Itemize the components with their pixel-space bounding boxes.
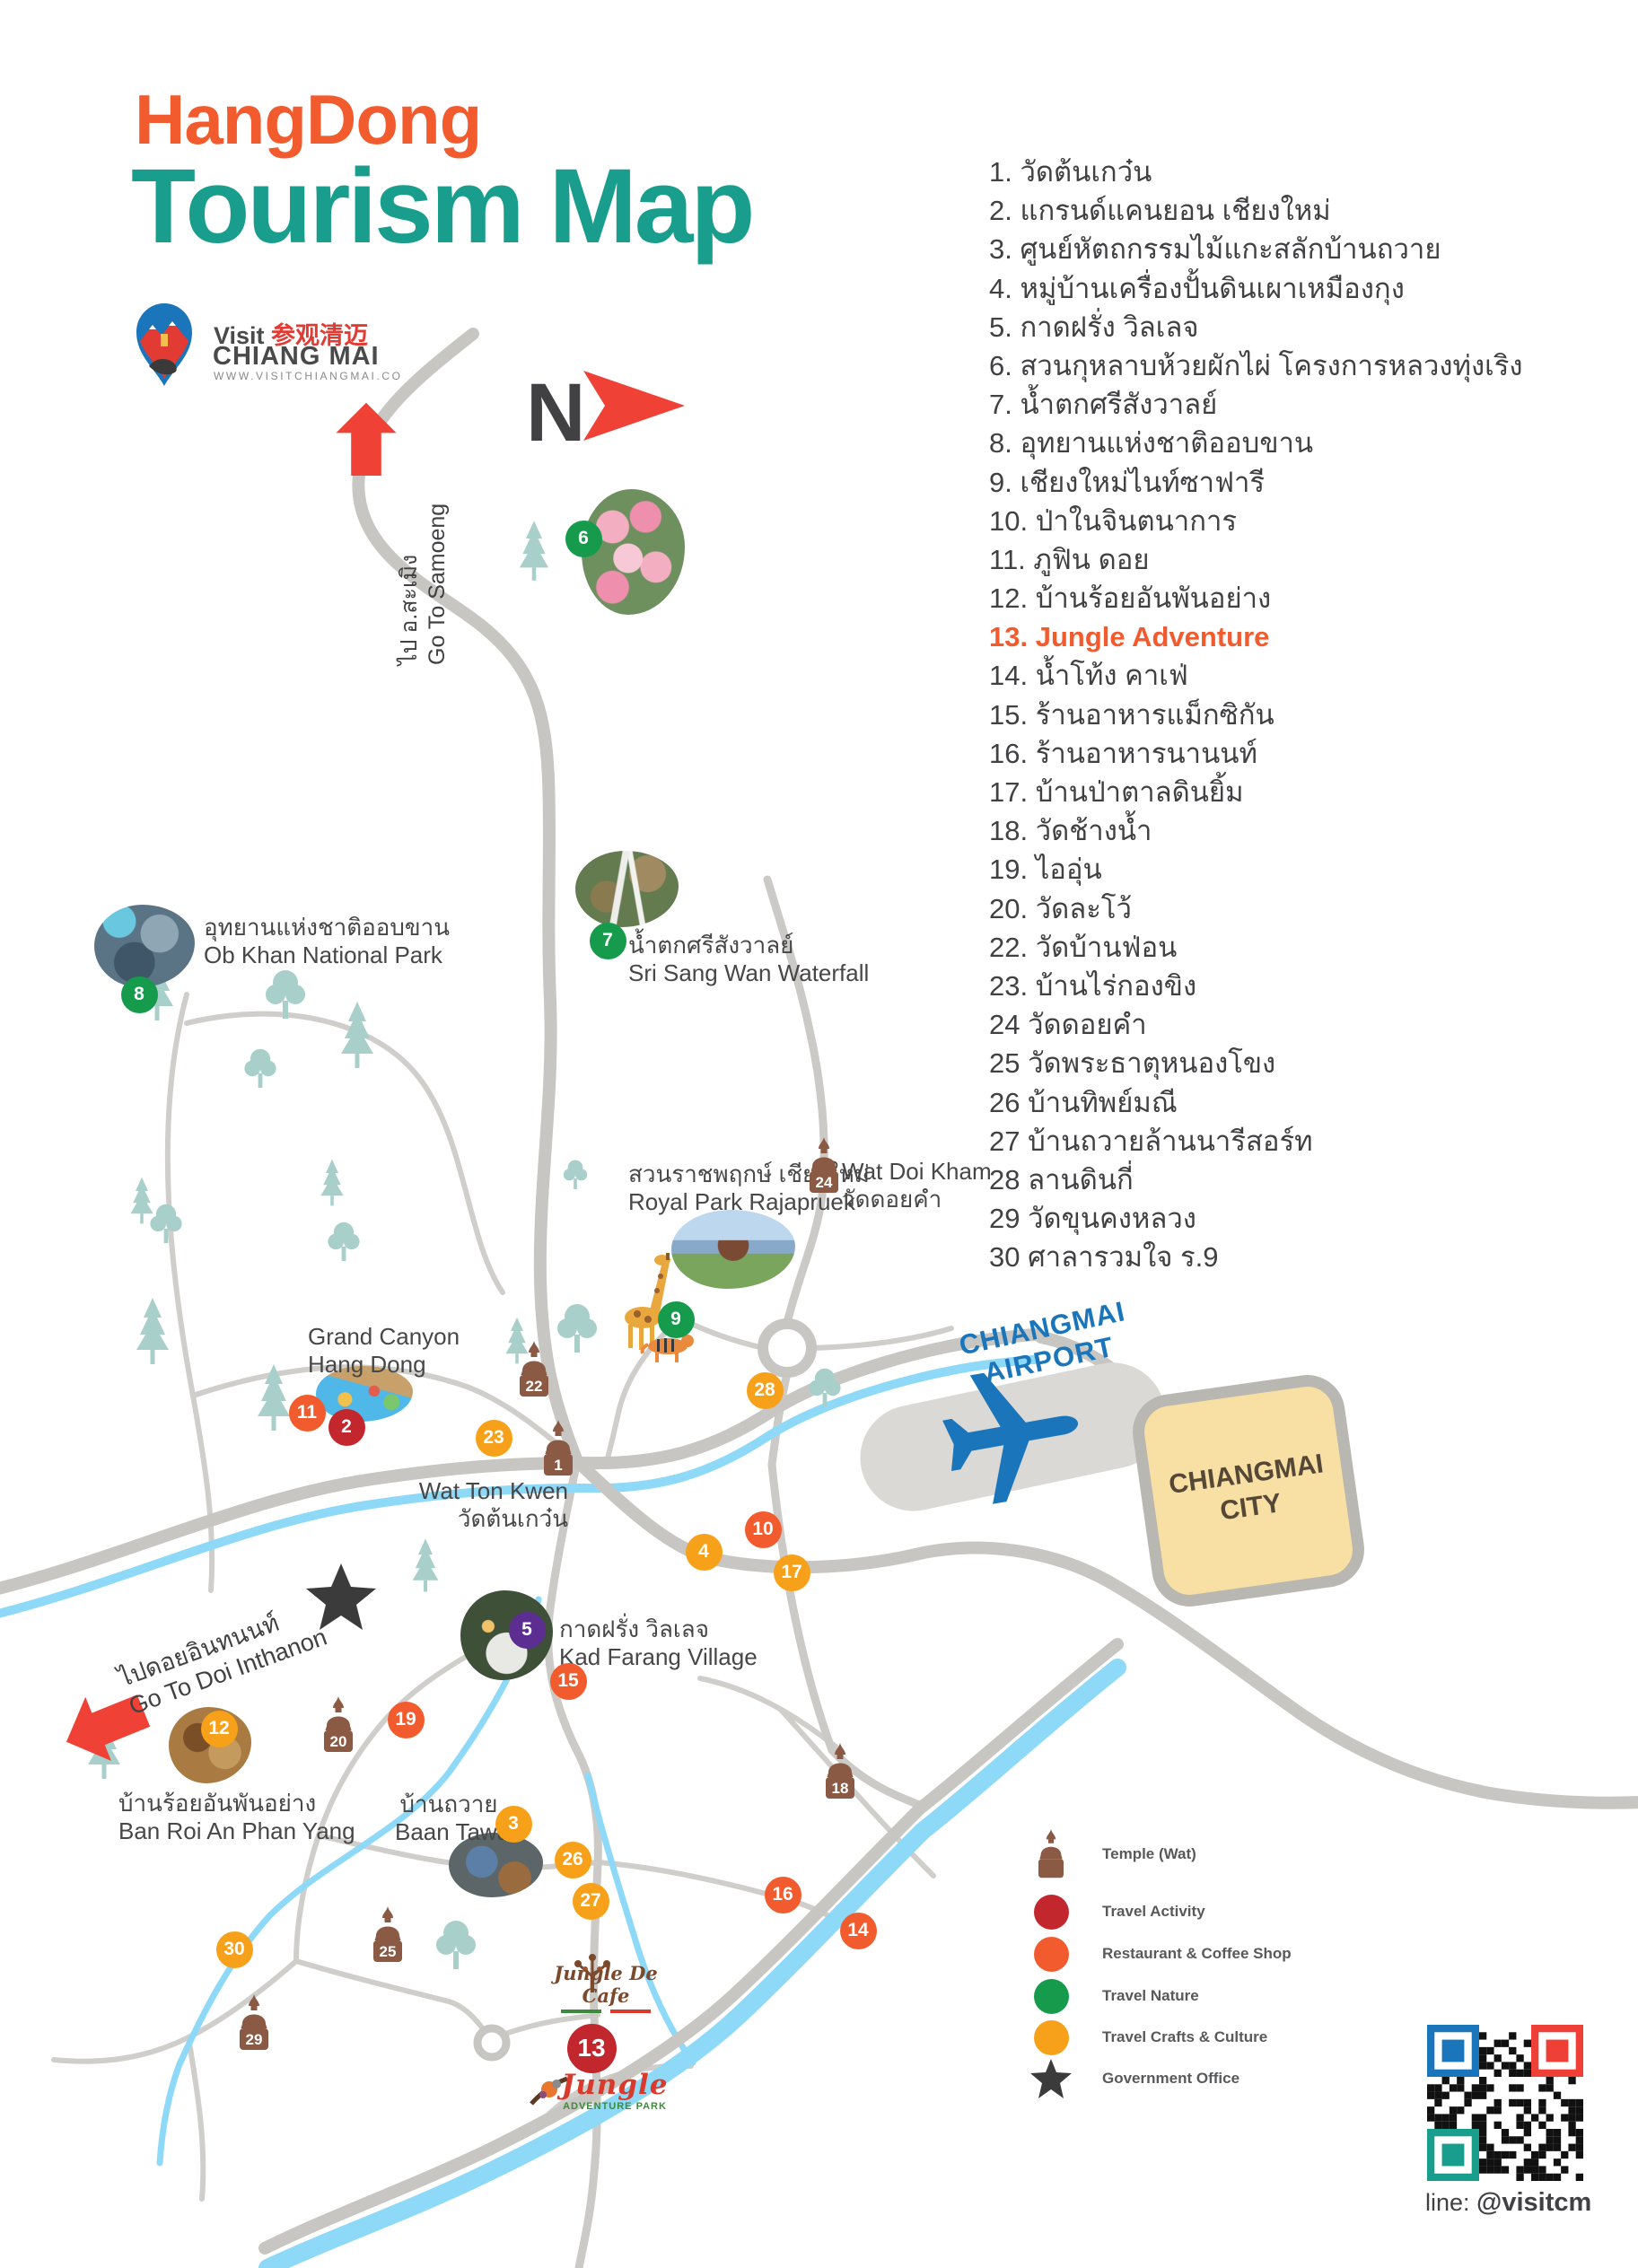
attraction-item-23: 24 วัดดอยคำ (989, 1009, 1147, 1041)
inthanon-arrow-icon (66, 1694, 151, 1761)
attraction-item-1: 1. วัดต้นเกว๋น (989, 156, 1152, 188)
attraction-item-15: 15. ร้านอาหารแม็กซิกัน (989, 698, 1274, 731)
logo-text-visit: Visit 参观清迈 (214, 316, 368, 351)
qr-code (1427, 2025, 1583, 2181)
attraction-item-20: 20. วัดละโว้ (989, 892, 1132, 924)
airplane-icon (942, 1372, 1078, 1504)
attraction-list: 1. วัดต้นเกว๋น 2. แกรนด์แคนยอน เชียงใหม่ 3… (989, 153, 1638, 1276)
label-royal-park: สวนราชพฤกษ์ เชียงใหม่ Royal Park Rajapru… (628, 1160, 870, 1215)
label-wat-doi-kham: Wat Doi Kham วัดดอยคำ (842, 1158, 992, 1213)
legend-label: Restaurant & Coffee Shop (1102, 1945, 1292, 1962)
jungle-de-cafe-logo: Jungle De Cafe (534, 1962, 678, 2016)
attraction-item-25: 26 บ้านทิพย์มณี (989, 1086, 1178, 1118)
legend-item-activity: Travel Activity (1029, 1888, 1205, 1935)
logo-visit: Visit (214, 322, 265, 349)
go-to-samoeng-label: ไป อ.สะเมิง Go To Samoeng (397, 503, 450, 665)
attraction-item-22: 23. บ้านไร่กองขิง (989, 969, 1197, 1002)
attraction-item-26: 27 บ้านถวายล้านนารีสอร์ท (989, 1125, 1313, 1157)
attraction-item-4: 4. หมู่บ้านเครื่องปั้นดินเผาเหมืองกุง (989, 272, 1405, 304)
north-label: N (526, 367, 586, 459)
label-ob-khan: อุทยานแห่งชาติออบขาน Ob Khan National Pa… (204, 914, 450, 968)
attraction-item-21: 22. วัดบ้านฟ่อน (989, 931, 1178, 963)
samoeng-arrow-icon (336, 402, 397, 476)
government-office-star-icon (306, 1563, 376, 1630)
attraction-item-2: 2. แกรนด์แคนยอน เชียงใหม่ (989, 195, 1331, 227)
medium-roads (544, 875, 926, 2268)
legend-item-restaurant: Restaurant & Coffee Shop (1029, 1931, 1292, 1977)
attraction-item-18: 18. วัดช้างน้ำ (989, 815, 1152, 847)
photo-royal-park (671, 1210, 795, 1289)
attraction-item-27: 28 ลานดินกี่ (989, 1163, 1134, 1195)
photo-ob-khan (94, 905, 195, 987)
logo-chinese: 参观清迈 (271, 322, 369, 349)
label-wat-ton-kwen: Wat Ton Kwen วัดต้นเกว๋น (418, 1477, 568, 1532)
north-arrow-icon (583, 371, 685, 441)
attraction-item-14: 14. น้ำโท้ง คาเฟ่ (989, 660, 1188, 692)
restaurant-legend-icon (1029, 1936, 1073, 1972)
jungle-park-animal-icon (530, 2076, 568, 2106)
attraction-item-5: 5. กาดฝรั่ง วิลเลจ (989, 311, 1199, 343)
chiangmai-city-box: CHIANGMAI CITY (1127, 1370, 1370, 1612)
roundabout-small (473, 2024, 511, 2062)
legend-label: Temple (Wat) (1102, 1845, 1196, 1862)
attraction-item-3: 3. ศูนย์หัตถกรรมไม้แกะสลักบ้านถวาย (989, 233, 1441, 266)
photo-baan-tawai (449, 1833, 543, 1897)
roundabout-large (758, 1318, 817, 1378)
legend-item-nature: Travel Nature (1029, 1973, 1199, 2019)
attraction-item-10: 10. ป่าในจินตนาการ (989, 504, 1238, 537)
page-title-line2: Tourism Map (131, 147, 756, 266)
tiger-icon (640, 1335, 694, 1362)
logo-text-chiangmai: CHIANG MAI (213, 342, 380, 371)
qr-caption: line: @visitcm (1425, 2188, 1592, 2217)
attraction-item-16: 16. ร้านอาหารนานนท์ (989, 737, 1257, 769)
legend-label: Travel Activity (1102, 1903, 1205, 1920)
attraction-item-6: 6. สวนกุหลาบห้วยผักไผ่ โครงการหลวงทุ่งเร… (989, 349, 1523, 381)
activity-legend-icon (1029, 1894, 1073, 1930)
crafts-legend-icon (1029, 2019, 1073, 2055)
giraffe-icon (625, 1253, 670, 1350)
legend-label: Travel Nature (1102, 1987, 1199, 2004)
label-sri-sang-wan: น้ำตกศรีสังวาลย์ Sri Sang Wan Waterfall (628, 932, 870, 986)
photo-ban-roi (169, 1707, 251, 1783)
attraction-item-9: 9. เชียงใหม่ไนท์ซาฟารี (989, 466, 1266, 498)
label-ban-roi: บ้านร้อยอันพันอย่าง Ban Roi An Phan Yang (118, 1790, 355, 1844)
jungle-adventure-park-logo: Jungle ADVENTURE PARK (561, 2069, 669, 2112)
attraction-item-19: 19. ไออุ่น (989, 854, 1102, 886)
label-kad-farang: กาดฝรั่ง วิลเลจ Kad Farang Village (559, 1616, 758, 1670)
jungle-cafe-tree-icon (574, 1954, 610, 1992)
star-legend-icon (1029, 2059, 1073, 2098)
legend-label: Government Office (1102, 2070, 1240, 2087)
legend-item-temple: Temple (Wat) (1029, 1829, 1196, 1879)
page-title-line1: HangDong (135, 80, 482, 159)
attraction-item-8: 8. อุทยานแห่งชาติออบขาน (989, 427, 1314, 460)
label-grand-canyon: Grand Canyon Hang Dong (308, 1323, 460, 1378)
legend-label: Travel Crafts & Culture (1102, 2028, 1268, 2045)
attraction-item-29: 30 ศาลารวมใจ ร.9 (989, 1241, 1219, 1274)
attraction-item-17: 17. บ้านป่าตาลดินยิ้ม (989, 776, 1244, 808)
attraction-item-12: 12. บ้านร้อยอันพันอย่าง (989, 582, 1272, 615)
attraction-item-13: 13. Jungle Adventure (989, 621, 1270, 653)
temple-legend-icon (1029, 1829, 1073, 1879)
legend-item-star: Government Office (1029, 2055, 1239, 2102)
nature-legend-icon (1029, 1978, 1073, 2014)
photo-sri-sang-wan (575, 851, 679, 927)
label-baan-tawai: บ้านถวาย Baan Tawai (395, 1791, 515, 1845)
logo-url: WWW.VISITCHIANGMAI.CO (214, 370, 403, 382)
attraction-item-11: 11. ภูฟิน ดอย (989, 543, 1150, 575)
legend-item-crafts: Travel Crafts & Culture (1029, 2014, 1267, 2061)
attraction-item-28: 29 วัดขุนคงหลวง (989, 1203, 1196, 1235)
visit-chiangmai-logo (136, 303, 192, 386)
attraction-item-24: 25 วัดพระธาตุหนองโขง (989, 1047, 1276, 1080)
attraction-item-7: 7. น้ำตกศรีสังวาลย์ (989, 389, 1218, 421)
